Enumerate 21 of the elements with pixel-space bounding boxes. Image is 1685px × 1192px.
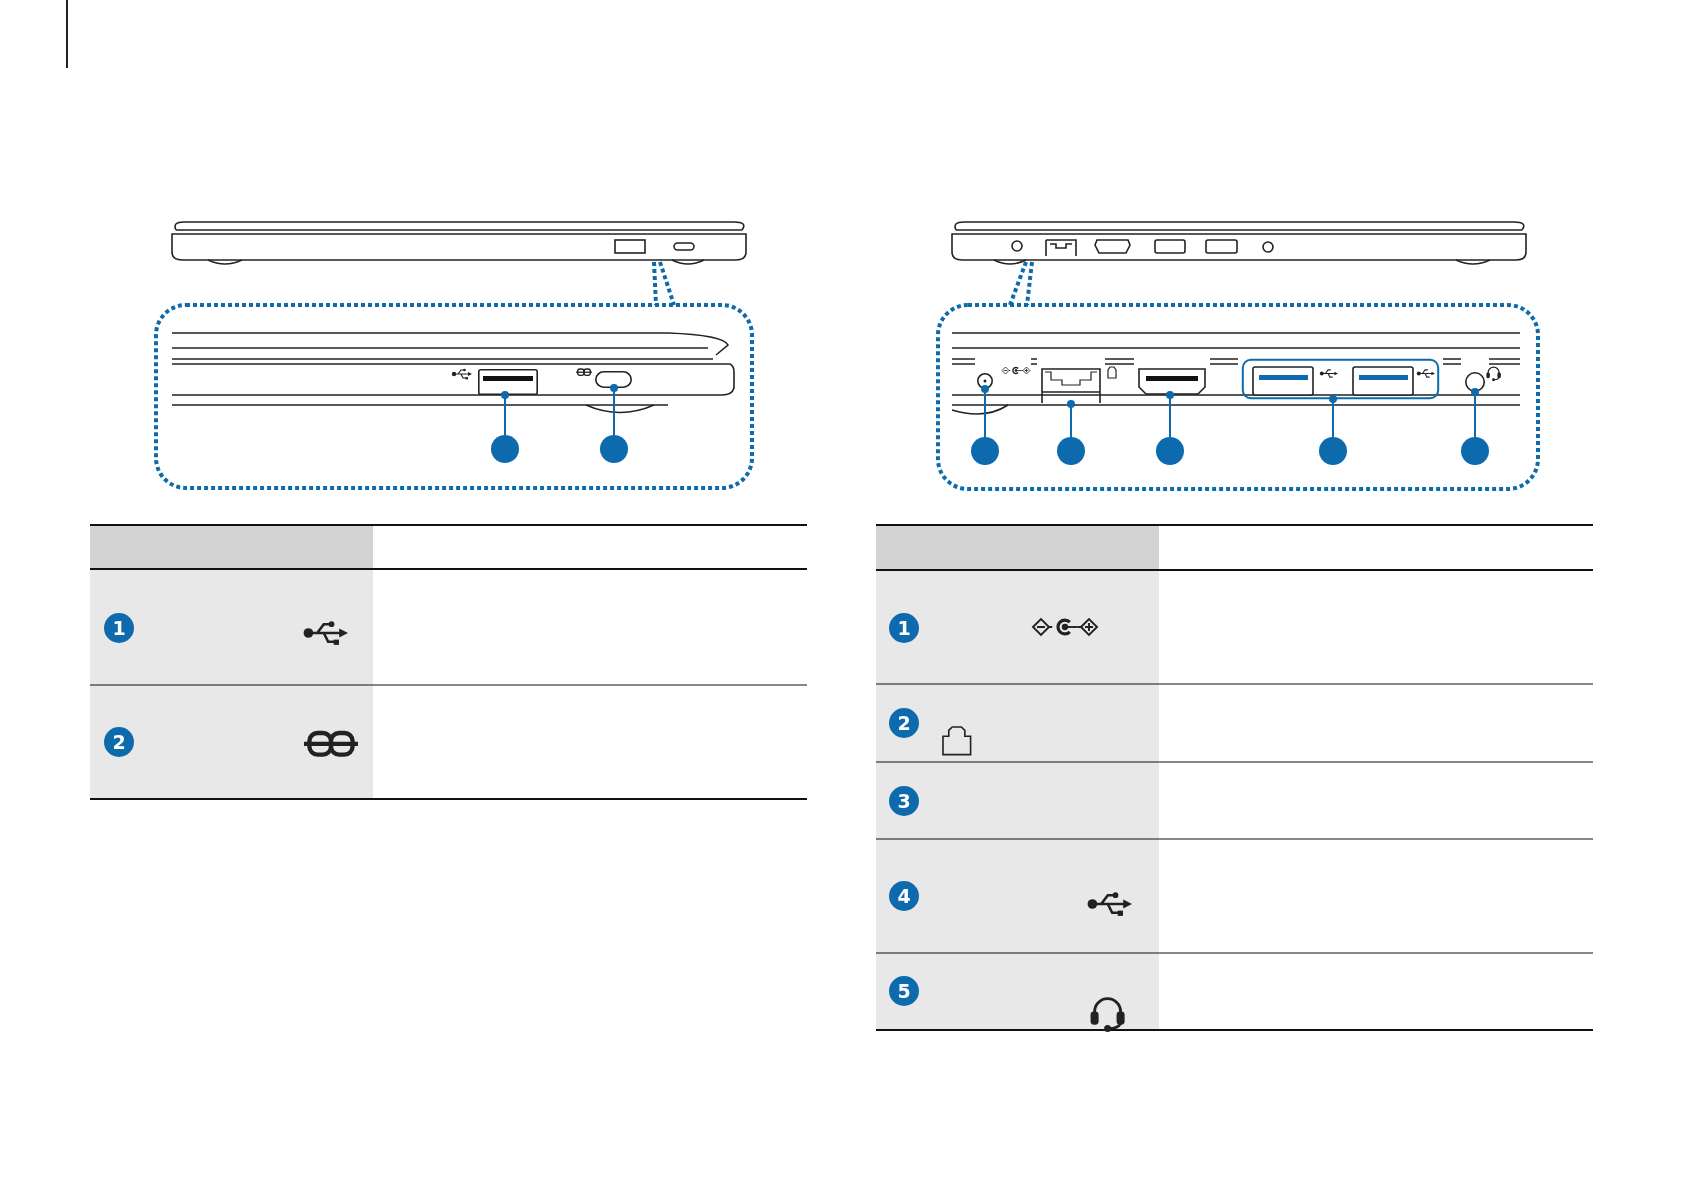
power-jack	[977, 373, 993, 389]
callout-circle	[1461, 437, 1489, 465]
callout-circle	[1319, 437, 1347, 465]
usb-c-port	[595, 371, 632, 388]
leader-line	[501, 391, 509, 436]
leader-line	[1471, 388, 1479, 438]
callout-circle	[971, 437, 999, 465]
callout-circle	[600, 435, 628, 463]
callout-circle	[1156, 437, 1184, 465]
display-port-socket	[1138, 368, 1206, 395]
leader-line	[1067, 400, 1075, 438]
usb-port	[478, 369, 538, 395]
callout-circle	[1057, 437, 1085, 465]
leader-line	[1329, 395, 1337, 438]
leader-line	[610, 384, 618, 436]
audio-jack	[1465, 372, 1485, 392]
callout-circle	[491, 435, 519, 463]
leader-line	[981, 385, 989, 438]
leader-line	[1166, 391, 1174, 438]
ethernet-port	[1041, 368, 1101, 404]
usb-port-pair	[1242, 359, 1439, 399]
